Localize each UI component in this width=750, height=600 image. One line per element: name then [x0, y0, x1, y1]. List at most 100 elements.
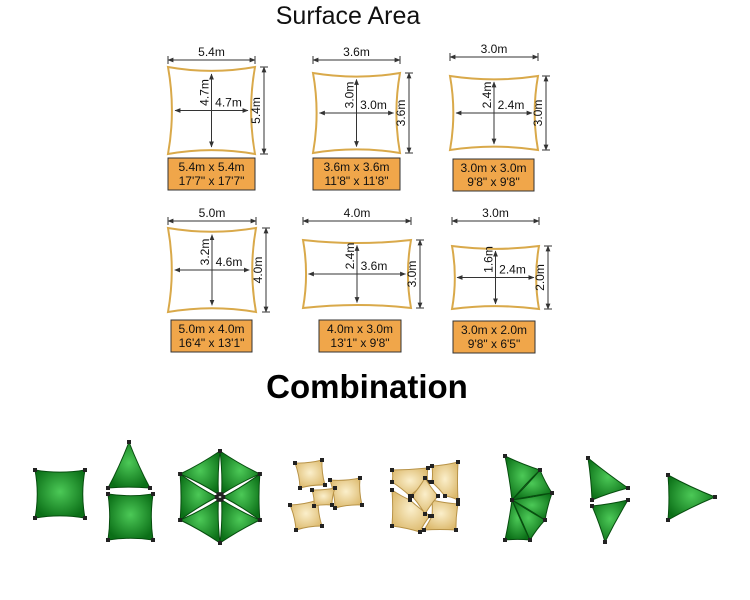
size-label-metric: 3.0m x 2.0m — [461, 323, 527, 337]
sail-shape — [504, 455, 541, 502]
inner-vertical-label: 1.6m — [482, 246, 496, 273]
size-label-box — [452, 320, 536, 354]
corner-fixing — [423, 512, 427, 516]
inner-horizontal-label: 3.0m — [360, 98, 387, 112]
corner-fixing — [713, 495, 717, 499]
single-triangle-sail-icon — [666, 473, 717, 522]
corner-fixing — [151, 492, 155, 496]
corner-fixing — [257, 518, 262, 522]
sail-shape — [587, 456, 630, 501]
corner-fixing — [293, 461, 297, 465]
corner-fixing — [590, 504, 594, 508]
right-dimension-label: 2.0m — [533, 264, 547, 291]
inner-horizontal-label: 2.4m — [498, 98, 525, 112]
right-dimension-label: 4.0m — [251, 257, 265, 284]
corner-fixing — [106, 492, 110, 496]
corner-fixing — [430, 480, 434, 484]
corner-fixing — [83, 516, 87, 520]
sail-shape — [510, 492, 553, 521]
sail-shape — [510, 469, 553, 501]
right-dimension-label: 3.6m — [394, 100, 408, 127]
corner-fixing — [528, 538, 532, 542]
inner-vertical-label: 4.7m — [198, 79, 212, 106]
sail-shape — [219, 498, 262, 545]
inner-vertical-label: 3.2m — [198, 239, 212, 266]
corner-fixing — [586, 456, 590, 460]
size-label-imperial: 9'8" x 6'5" — [468, 337, 520, 351]
corner-fixing — [390, 468, 394, 472]
size-label-metric: 3.6m x 3.6m — [323, 160, 389, 174]
corner-fixing — [390, 488, 394, 492]
sail-shape — [294, 459, 326, 489]
sail-shape — [107, 440, 151, 489]
corner-fixing — [298, 486, 302, 490]
sail-shape — [667, 474, 717, 521]
inner-horizontal-label: 4.6m — [216, 255, 243, 269]
size-label-metric: 5.4m x 5.4m — [178, 160, 244, 174]
two-stacked-triangle-sail-icon — [586, 456, 630, 544]
top-dimension-label: 4.0m — [344, 206, 371, 220]
sail-shape — [178, 449, 221, 496]
corner-fixing — [83, 468, 87, 472]
top-dimension-label: 3.0m — [481, 42, 508, 56]
corner-fixing — [503, 538, 507, 542]
corner-fixing — [33, 516, 37, 520]
size-label-box — [170, 319, 253, 353]
size-label-box — [312, 157, 401, 191]
square-diamond-sail-icon — [390, 460, 460, 534]
corner-fixing — [430, 514, 434, 518]
corner-fixing — [456, 498, 460, 502]
corner-fixing — [214, 495, 219, 499]
corner-fixing — [550, 491, 554, 495]
corner-fixing — [148, 486, 152, 490]
corner-fixing — [430, 464, 434, 468]
corner-fixing — [423, 476, 427, 480]
corner-fixing — [626, 486, 630, 490]
corner-fixing — [360, 503, 364, 507]
corner-fixing — [358, 476, 362, 480]
sail-shape — [34, 469, 86, 519]
corner-fixing — [333, 486, 337, 490]
corner-fixing — [408, 498, 412, 502]
size-label-metric: 4.0m x 3.0m — [327, 322, 393, 336]
corner-fixing — [456, 460, 460, 464]
corner-fixing — [219, 497, 224, 502]
size-label-imperial: 16'4" x 13'1" — [179, 336, 245, 350]
sail-shape — [178, 498, 221, 545]
sail-shape — [591, 499, 630, 544]
corner-fixing — [454, 528, 458, 532]
top-dimension-label: 5.4m — [198, 45, 225, 59]
corner-fixing — [218, 449, 222, 453]
sail-shape — [504, 498, 531, 541]
size-label-imperial: 13'1" x 9'8" — [330, 336, 389, 350]
corner-fixing — [666, 473, 670, 477]
corner-fixing — [106, 538, 110, 542]
size-label-metric: 3.0m x 3.0m — [460, 161, 526, 175]
corner-fixing — [312, 504, 316, 508]
inner-horizontal-label: 4.7m — [215, 96, 242, 110]
size-label-imperial: 9'8" x 9'8" — [467, 175, 519, 189]
corner-fixing — [333, 506, 337, 510]
size-label-box — [318, 319, 402, 353]
triangle-over-square-sail-icon — [106, 440, 155, 542]
corner-fixing — [288, 503, 292, 507]
inner-horizontal-label: 2.4m — [499, 263, 526, 277]
corner-fixing — [538, 468, 542, 472]
corner-fixing — [151, 538, 155, 542]
hexagon-six-triangle-sail-icon — [178, 449, 262, 545]
size-label-box — [167, 157, 256, 191]
sail-shape — [107, 493, 154, 541]
corner-fixing — [510, 498, 514, 502]
corner-fixing — [603, 540, 607, 544]
sail-shape — [329, 477, 363, 509]
corner-fixing — [626, 498, 630, 502]
top-dimension-label: 3.6m — [343, 45, 370, 59]
corner-fixing — [422, 528, 426, 532]
corner-fixing — [543, 518, 547, 522]
corner-fixing — [418, 530, 422, 534]
